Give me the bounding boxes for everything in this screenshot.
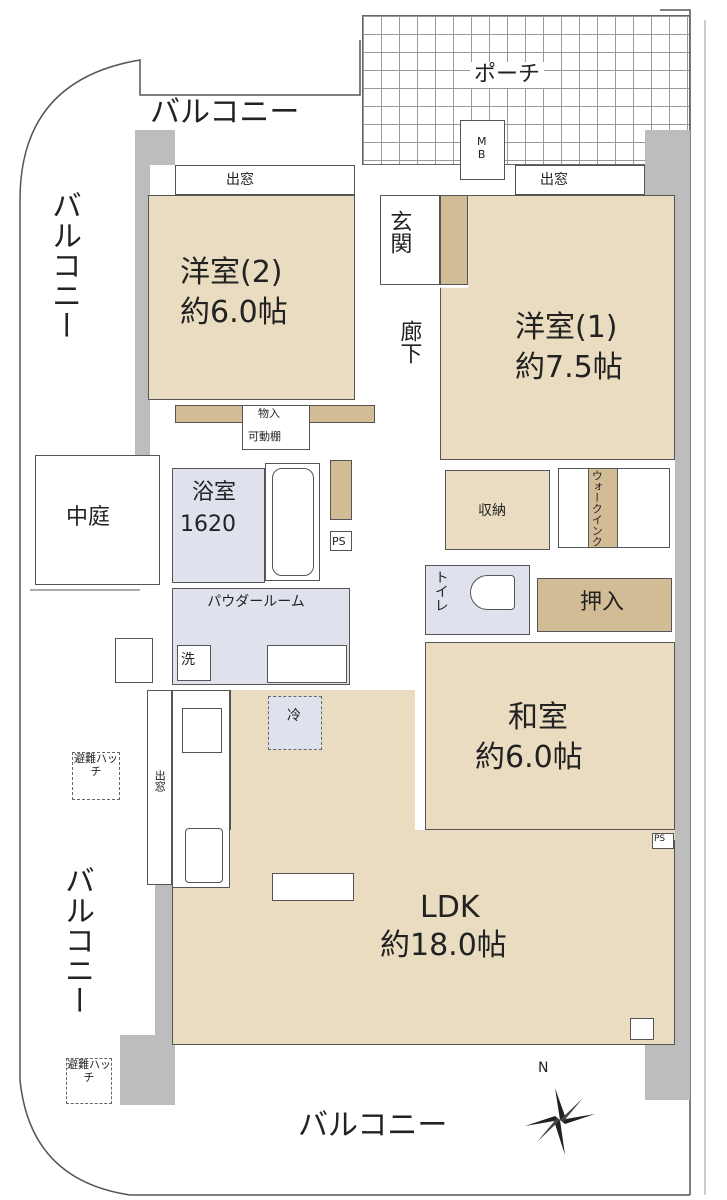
pipe-space-1-label: PS — [332, 535, 346, 548]
western-room-1-name: 洋室(1) — [515, 310, 618, 345]
powder-room-label: パウダールーム — [207, 594, 305, 610]
porch — [362, 15, 690, 165]
japanese-room-name: 和室 — [508, 700, 568, 735]
storage-label: 物入 — [258, 407, 280, 420]
washer-label: 洗 — [181, 652, 195, 668]
storage-closet — [445, 470, 550, 550]
movable-shelf-label: 可動棚 — [248, 430, 281, 443]
toilet-label: トイレ — [432, 570, 449, 612]
bay-window-kitchen — [147, 690, 172, 885]
bathroom — [172, 468, 265, 583]
western-room-1 — [440, 195, 675, 460]
courtyard-label: 中庭 — [66, 505, 111, 530]
bathroom-name: 浴室 — [192, 480, 237, 505]
washer-space — [177, 645, 211, 681]
japanese-room — [425, 642, 675, 830]
pillar — [120, 1035, 175, 1105]
storage-box — [242, 405, 310, 450]
balcony-left-upper-label: バルコニー — [46, 190, 81, 340]
hallway-label: 廊下 — [396, 320, 422, 364]
hall-closet — [330, 460, 352, 520]
oshiire-closet — [537, 578, 672, 632]
escape-hatch-1 — [72, 752, 120, 800]
ldk-size: 約18.0帖 — [380, 928, 507, 963]
ldk-name: LDK — [420, 890, 480, 925]
kitchen-sink-icon — [185, 828, 223, 883]
bay-window-left-label: 出窓 — [226, 172, 254, 188]
ldk-ps — [630, 1018, 654, 1040]
escape-hatch-1-label: 避難ハッチ — [74, 752, 118, 779]
storage-closet-label: 収納 — [478, 503, 506, 519]
japanese-room-size: 約6.0帖 — [475, 740, 583, 775]
bay-window-right-label: 出窓 — [540, 172, 568, 188]
balcony-left-lower-label: バルコニー — [59, 865, 94, 1015]
escape-hatch-2 — [66, 1058, 112, 1104]
meter-box — [460, 120, 505, 180]
oshiire-label: 押入 — [580, 590, 625, 615]
wall — [675, 195, 690, 1045]
north-label: N — [538, 1060, 549, 1076]
bathroom-size: 1620 — [180, 512, 236, 537]
escape-hatch-2-label: 避難ハッチ — [67, 1058, 111, 1085]
pillar — [645, 1040, 690, 1100]
pipe-space-2-label: PS — [654, 834, 666, 844]
wall — [135, 165, 150, 455]
western-room-2-size: 約6.0帖 — [180, 295, 288, 330]
western-room-1-size: 約7.5帖 — [515, 350, 623, 385]
pipe-space-1 — [330, 531, 352, 551]
ldk — [172, 835, 675, 1045]
courtyard — [35, 455, 160, 585]
balcony-bottom-label: バルコニー — [298, 1108, 448, 1143]
balcony-top-label: バルコニー — [150, 95, 300, 130]
ldk-fill — [230, 830, 675, 840]
stove-icon — [182, 708, 222, 753]
entrance — [380, 195, 440, 285]
walk-in-closet-shelf — [588, 468, 618, 548]
bay-window-kitchen-label: 出窓 — [153, 770, 167, 792]
outdoor-unit — [115, 638, 153, 683]
fridge-space — [268, 696, 322, 750]
western-room-2-name: 洋室(2) — [180, 255, 283, 290]
wall — [155, 885, 175, 1035]
pillar — [135, 130, 175, 165]
vanity-sink — [267, 645, 347, 683]
porch-label: ポーチ — [470, 62, 545, 89]
mb-label: MB — [475, 135, 489, 161]
counter — [272, 873, 354, 901]
bathtub-area — [265, 463, 320, 581]
bathtub-icon — [272, 468, 314, 576]
north-compass-icon — [525, 1088, 595, 1155]
pipe-space-2 — [652, 833, 674, 849]
western-room-2 — [148, 195, 355, 400]
pillar — [645, 130, 690, 195]
toilet-icon — [470, 575, 515, 610]
fridge-label: 冷 — [287, 708, 301, 724]
bay-window-left — [175, 165, 355, 195]
shoe-closet — [440, 195, 468, 285]
bay-window-right — [515, 165, 645, 195]
entrance-label: 玄関 — [386, 210, 412, 254]
walk-in-closet-label: ウォークインクローゼット — [590, 470, 604, 548]
